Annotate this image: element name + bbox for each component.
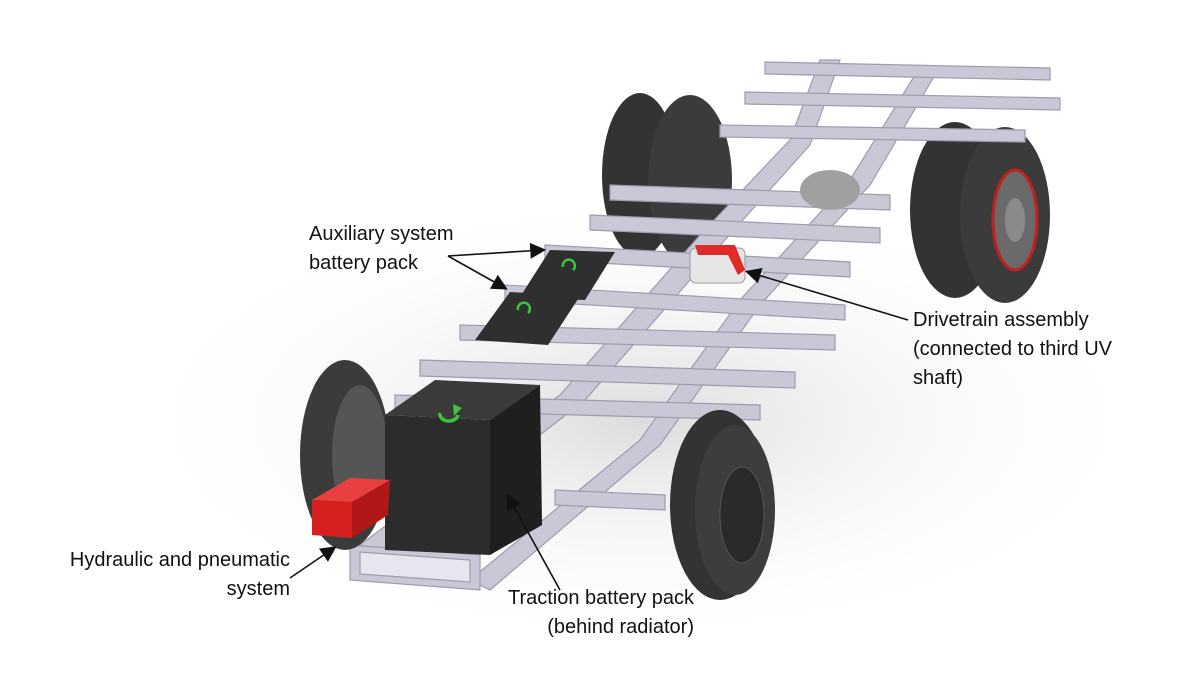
label-auxiliary-battery: Auxiliary system battery pack (309, 220, 453, 278)
arrow-auxiliary-1 (447, 242, 547, 259)
recycle-arrow-icon (438, 412, 460, 423)
label-line: (behind radiator) (547, 616, 694, 638)
label-drivetrain: Drivetrain assembly (connected to third … (913, 306, 1112, 393)
rear-wheel-right (910, 122, 1050, 303)
label-line: Auxiliary system (309, 223, 454, 245)
hydraulic-pneumatic-box (312, 478, 390, 538)
callout-arrows (289, 242, 909, 591)
label-line: system (226, 578, 290, 600)
drivetrain (689, 170, 860, 284)
front-wheel-right (670, 410, 775, 600)
arrow-traction (506, 493, 561, 591)
label-line: battery pack (309, 252, 418, 274)
arrow-auxiliary-2 (447, 255, 508, 290)
label-line: shaft) (913, 367, 964, 389)
label-hydraulic: Hydraulic and pneumatic system (38, 546, 290, 604)
arrow-hydraulic (289, 546, 337, 579)
label-line: (connected to third UV (913, 338, 1112, 360)
label-traction: Traction battery pack (behind radiator) (470, 584, 694, 642)
arrow-drivetrain (744, 268, 909, 321)
label-line: Drivetrain assembly (913, 309, 1089, 331)
auxiliary-battery-pack-1 (520, 250, 615, 300)
label-line: Traction battery pack (507, 587, 694, 609)
traction-battery-pack (385, 380, 542, 555)
label-line: Hydraulic and pneumatic (69, 549, 290, 571)
auxiliary-battery-pack-2 (475, 292, 580, 345)
